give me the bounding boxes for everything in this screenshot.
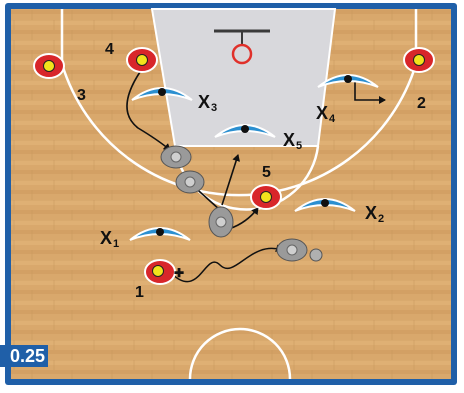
ghost-player-wing	[276, 238, 323, 262]
cut-4-to-post	[126, 71, 171, 151]
defender-x1-letter: X	[100, 228, 112, 248]
defender-x5-head	[241, 125, 249, 133]
ghost-player-elbow	[175, 170, 205, 194]
center-circle	[188, 327, 292, 380]
offense-player-2: 2	[403, 47, 435, 112]
defender-x5-number: 5	[296, 140, 302, 152]
defender-x3: X 3	[131, 87, 217, 114]
defender-x1-number: 1	[113, 238, 119, 250]
figure-number-badge: 0.25	[0, 345, 48, 367]
offense-player-3-head	[43, 60, 55, 72]
defender-x1: X 1	[100, 227, 191, 250]
cut-2-baseline	[354, 82, 386, 104]
offense-player-2-label: 2	[417, 95, 426, 112]
defender-x4: X 4	[316, 74, 379, 125]
ghost-player-head	[170, 151, 182, 163]
offense-player-4-label: 4	[105, 41, 114, 58]
defender-x2-number: 2	[378, 213, 384, 225]
offense-player-3: 3	[33, 53, 86, 104]
defender-x3-head	[158, 88, 166, 96]
defender-x4-head	[344, 75, 352, 83]
offense-player-5-head	[260, 191, 272, 203]
defender-x5-letter: X	[283, 130, 295, 150]
defender-x2: X 2	[294, 198, 384, 225]
three-point-line	[60, 9, 418, 197]
defender-x3-body	[131, 87, 193, 101]
offense-player-1-head	[152, 265, 164, 277]
offense-player-3-label: 3	[77, 87, 86, 104]
offense-player-1-label: 1	[135, 284, 144, 301]
defender-x4-letter: X	[316, 103, 328, 123]
ghost-player-post	[160, 145, 192, 169]
defender-x2-letter: X	[365, 203, 377, 223]
defender-x1-body	[129, 227, 191, 241]
offense-player-5: 5	[250, 164, 282, 210]
offense-player-4: 4	[105, 41, 158, 73]
dribble-path	[171, 244, 283, 283]
offense-players: ✚ 1 2 3 4 5	[33, 41, 435, 301]
ghost-player-screen	[208, 206, 234, 238]
offense-player-1: ✚ 1	[135, 259, 184, 301]
defender-x2-head	[321, 199, 329, 207]
ball-marker-icon: ✚	[174, 266, 184, 280]
defender-x4-number: 4	[329, 113, 336, 125]
offense-player-2-head	[413, 54, 425, 66]
defender-x5: X 5	[214, 124, 302, 152]
defenders: X 1 X 2 X 3 X 4 X 5	[100, 74, 384, 250]
screen-line-b	[221, 154, 240, 206]
ghost-player-head	[184, 176, 196, 188]
defender-x2-body	[294, 198, 356, 212]
defender-x3-number: 3	[211, 102, 217, 114]
defender-x1-head	[156, 228, 164, 236]
ghost-player-head	[215, 216, 227, 228]
ghost-players	[160, 145, 323, 262]
rim	[231, 43, 253, 65]
ball-icon	[309, 248, 323, 262]
offense-player-4-head	[136, 54, 148, 66]
defender-x3-letter: X	[198, 92, 210, 112]
offense-player-5-label: 5	[262, 164, 271, 181]
defender-x5-body	[214, 124, 276, 138]
ghost-player-head	[286, 244, 298, 256]
defender-x4-body	[317, 74, 379, 88]
